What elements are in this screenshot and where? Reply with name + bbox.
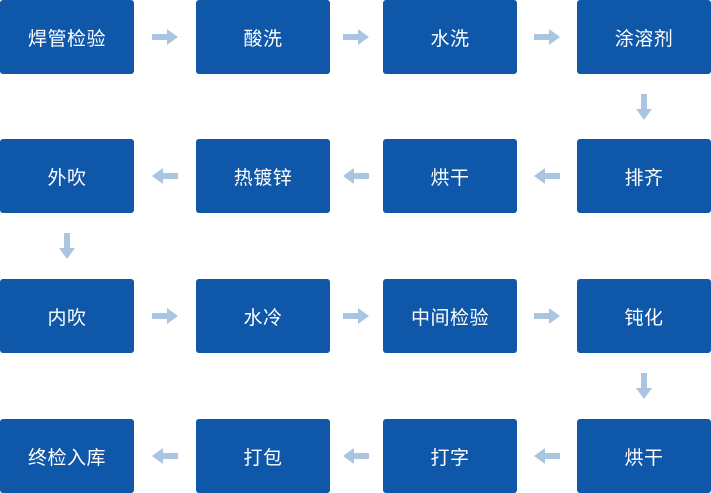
step-weld-pipe-inspection: 焊管检验: [0, 0, 134, 74]
step-label: 涂溶剂: [614, 27, 674, 50]
arrow-left-icon: [343, 168, 369, 184]
step-intermediate-inspection: 中间检验: [383, 279, 517, 353]
step-final-inspection-storage: 终检入库: [0, 419, 134, 493]
step-label: 酸洗: [243, 27, 283, 50]
arrow-down-icon: [59, 233, 75, 259]
step-label: 排齐: [624, 166, 664, 189]
step-label: 水冷: [243, 306, 283, 329]
arrow-right-icon: [343, 29, 369, 45]
step-label: 终检入库: [27, 446, 106, 469]
step-water-wash: 水洗: [383, 0, 517, 74]
arrow-right-icon: [534, 308, 560, 324]
step-arrange: 排齐: [577, 139, 711, 213]
step-label: 烘干: [430, 166, 470, 189]
step-external-blow: 外吹: [0, 139, 134, 213]
arrow-left-icon: [152, 168, 178, 184]
step-label: 内吹: [47, 306, 87, 329]
step-passivation: 钝化: [577, 279, 711, 353]
step-label: 打字: [430, 446, 470, 469]
step-internal-blow: 内吹: [0, 279, 134, 353]
arrow-right-icon: [152, 308, 178, 324]
step-label: 焊管检验: [27, 27, 106, 50]
arrow-left-icon: [534, 448, 560, 464]
arrow-down-icon: [636, 94, 652, 120]
arrow-left-icon: [343, 448, 369, 464]
step-label: 热镀锌: [233, 166, 293, 189]
arrow-right-icon: [152, 29, 178, 45]
step-label: 打包: [243, 446, 283, 469]
arrow-left-icon: [534, 168, 560, 184]
step-dry-1: 烘干: [383, 139, 517, 213]
step-dry-2: 烘干: [577, 419, 711, 493]
arrow-left-icon: [152, 448, 178, 464]
step-label: 水洗: [430, 27, 470, 50]
step-marking: 打字: [383, 419, 517, 493]
arrow-right-icon: [343, 308, 369, 324]
step-water-cool: 水冷: [196, 279, 330, 353]
step-label: 钝化: [624, 306, 664, 329]
step-label: 烘干: [624, 446, 664, 469]
arrow-right-icon: [534, 29, 560, 45]
step-label: 中间检验: [410, 306, 489, 329]
step-apply-flux: 涂溶剂: [577, 0, 711, 74]
step-packing: 打包: [196, 419, 330, 493]
step-pickling: 酸洗: [196, 0, 330, 74]
arrow-down-icon: [636, 373, 652, 399]
step-label: 外吹: [47, 166, 87, 189]
step-hot-dip-galvanize: 热镀锌: [196, 139, 330, 213]
